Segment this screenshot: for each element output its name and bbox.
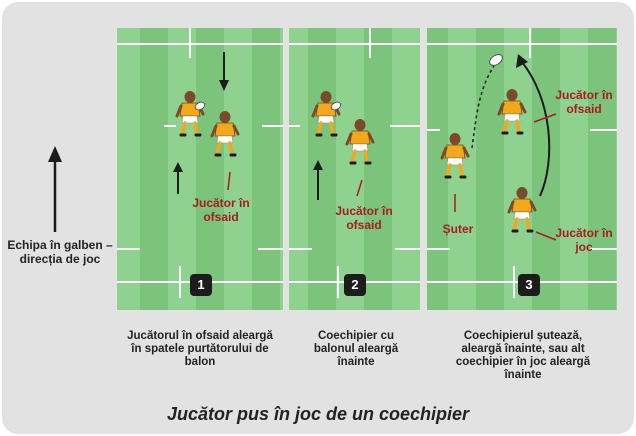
arrow-up-icon [173,162,183,194]
label-onside-player: Jucător în joc [555,226,613,254]
pitch-1 [117,28,283,310]
panel-caption-1: Jucătorul în ofsaid aleargă în spatele p… [127,330,273,368]
label-pointer [533,113,557,123]
panel-number-2: 2 [344,274,366,296]
label-pointer [227,171,231,191]
panel-number-3: 3 [518,274,540,296]
label-offside-player-3: Jucător în ofsaid [555,88,613,116]
panel-caption-2: Coechipier cu balonul aleargă înainte [313,330,399,368]
kick-trajectory [471,65,495,149]
panel-caption-3: Coechipierul șutează, aleargă înainte, s… [455,330,591,381]
run-arc-arrow [516,54,551,197]
panel-number-1: 1 [190,274,212,296]
label-offside-player-1: Jucător în ofsaid [192,196,250,224]
arrow-down-icon [219,52,229,91]
direction-label: Echipa în galben – direcția de joc [7,238,113,266]
rugby-ball-icon [489,54,503,66]
diagram-title: Jucător pus în joc de un coechipier [166,404,470,424]
label-pointer [356,179,363,197]
rugby-ball-icon [194,101,206,111]
pitch-3 [427,28,617,310]
label-kicker: Șuter [442,222,474,236]
arrow-up-icon [48,146,62,232]
arrow-up-icon [313,160,323,200]
label-offside-player-2: Jucător în ofsaid [335,204,393,232]
label-pointer [535,231,557,241]
rugby-ball-icon [330,101,342,111]
pitch-2 [289,28,420,310]
